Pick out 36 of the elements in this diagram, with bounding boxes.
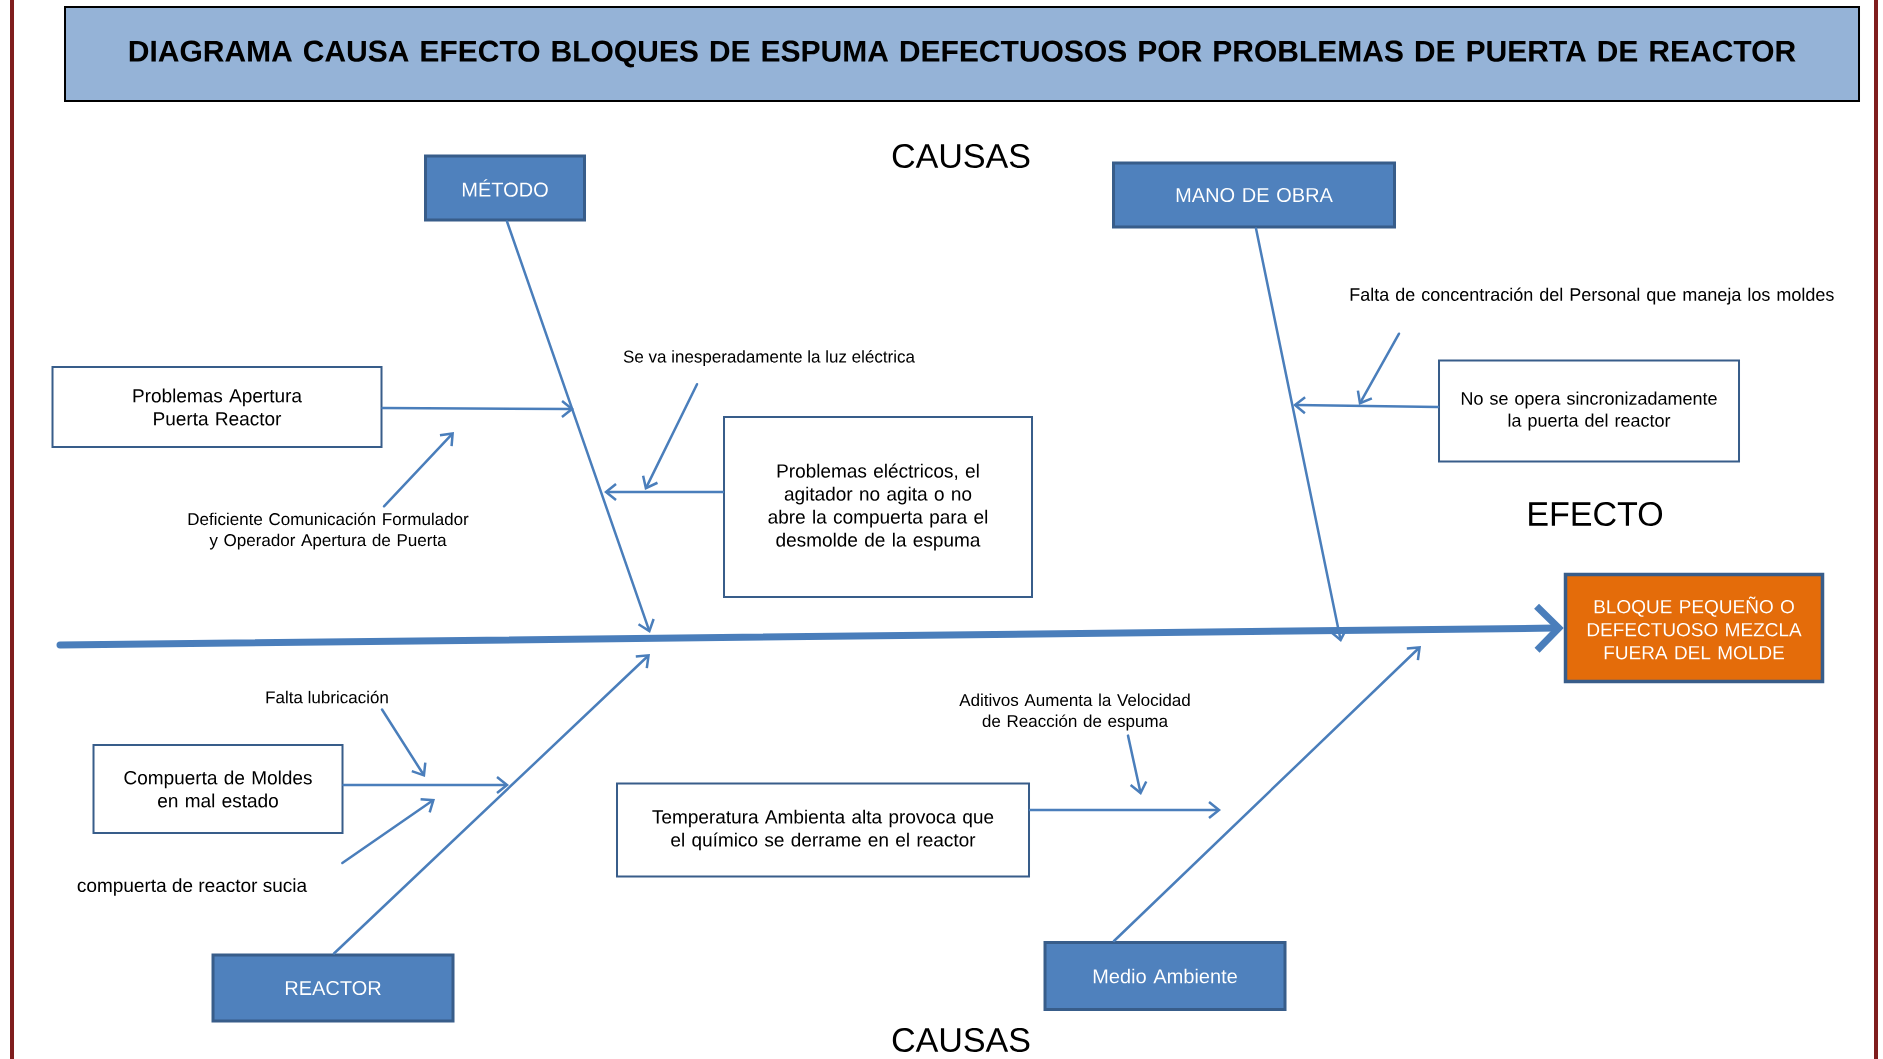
cause-box: No se opera sincronizadamente la puerta del reactor [1438,359,1740,463]
category-box: MÉTODO [424,154,586,222]
cause-box: Compuerta de Moldes en mal estado [92,744,344,834]
branch-arrow [1293,396,1440,415]
leader-arrow [380,708,427,777]
cause-box: Problemas eléctricos, el agitador no agita o no abre la compuerta para el desmolde de la espuma [723,416,1033,598]
title-banner: DIAGRAMA CAUSA EFECTO BLOQUES DE ESPUMA DEFECTUOSOS POR PROBLEMAS DE PUERTA DE REACTOR [64,6,1860,102]
leader-arrow [1126,734,1148,795]
bone-arrow [505,220,655,633]
bone-arrow [1254,227,1348,642]
branch-arrow [342,776,509,794]
heading-label: CAUSAS [892,143,1030,169]
bone-arrow [1112,646,1421,943]
cause-note: Falta lubricación [266,690,388,704]
cause-box: Problemas Apertura Puerta Reactor [51,366,383,448]
cause-note: Aditivos Aumenta la Velocidad de Reacción de espuma [959,693,1190,731]
cause-note: compuerta de reactor sucia [77,878,308,896]
leader-arrow [641,382,699,490]
cause-box: Temperatura Ambienta alta provoca que el químico se derrame en el reactor [616,782,1030,878]
heading-label: EFECTO [1529,501,1663,527]
cause-note: Deficiente Comunicación Formulador y Operador Apertura de Puerta [188,512,469,550]
branch-arrow [1028,801,1221,819]
leader-arrow [1356,332,1401,405]
leader-arrow [341,798,435,865]
cause-note: Falta de concentración del Personal que maneja los moldes [1350,287,1834,305]
effect-box: BLOQUE PEQUEÑO O DEFECTUOSO MEZCLA FUERA DEL MOLDE [1563,572,1825,684]
leader-arrow [382,432,454,508]
spine-arrow [56,603,1564,653]
branch-arrow [604,483,725,501]
bone-arrow [332,654,650,955]
branch-arrow [381,399,574,418]
category-box: MANO DE OBRA [1112,161,1396,229]
cause-note: Se va inesperadamente la luz eléctrica [623,350,915,366]
category-box: Medio Ambiente [1043,941,1287,1011]
category-box: REACTOR [211,953,455,1023]
heading-label: CAUSAS [892,1027,1030,1053]
